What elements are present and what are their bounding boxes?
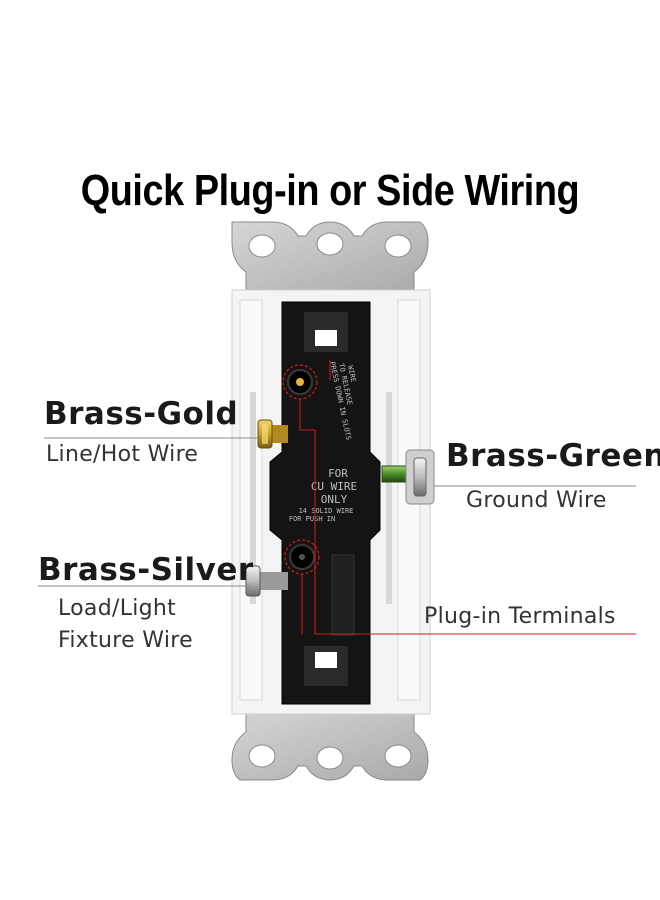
bottom-mounting-strap xyxy=(231,711,429,781)
body-text-line-2: CU WIRE xyxy=(311,480,357,493)
leader-plug-in-top xyxy=(299,399,636,635)
top-mounting-strap xyxy=(231,221,429,293)
brass-silver-screw xyxy=(245,565,288,597)
label-brass-silver: Brass-Silver xyxy=(38,552,254,588)
diagram-title: Quick Plug-in or Side Wiring xyxy=(80,166,580,215)
label-brass-green: Brass-Green xyxy=(446,438,660,474)
brass-green-screw xyxy=(381,449,435,505)
body-text-line-4: 14 SOLID WIRE xyxy=(299,507,354,515)
label-fixture-wire: Fixture Wire xyxy=(58,628,193,653)
brass-gold-screw xyxy=(257,419,288,449)
label-line-hot-wire: Line/Hot Wire xyxy=(46,442,199,467)
label-ground-wire: Ground Wire xyxy=(466,488,607,513)
plug-in-terminal-bottom xyxy=(284,539,320,575)
body-text-line-3: ONLY xyxy=(321,493,348,506)
label-load-light: Load/Light xyxy=(58,596,177,621)
body-text-line-1: FOR xyxy=(328,467,348,480)
release-text-3: WIRE xyxy=(346,365,357,383)
leader-lines xyxy=(38,360,636,635)
label-plug-in-terminals: Plug-in Terminals xyxy=(424,604,616,629)
body-text-line-5: FOR PUSH IN xyxy=(289,515,335,523)
switch-body xyxy=(269,301,381,705)
label-brass-gold: Brass-Gold xyxy=(44,396,239,432)
